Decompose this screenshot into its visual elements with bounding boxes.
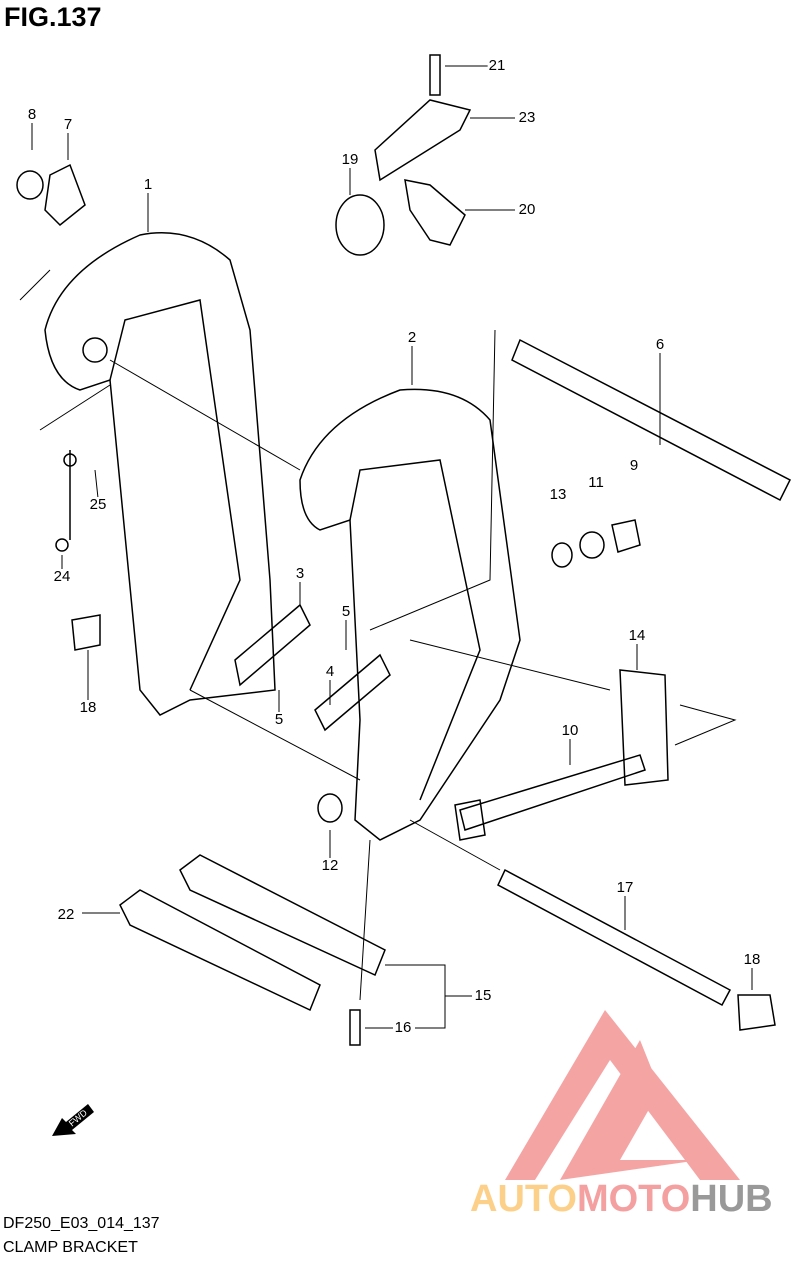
plate-14 — [619, 669, 669, 786]
callout-8: 8 — [26, 106, 38, 123]
callout-16: 16 — [393, 1019, 413, 1036]
callout-10: 10 — [560, 722, 580, 739]
leader-lines — [19, 65, 753, 1029]
clamp-bracket-1 — [44, 232, 276, 716]
callout-2: 2 — [406, 329, 418, 346]
callout-18: 18 — [78, 699, 98, 716]
part-19 — [335, 194, 385, 256]
watermark-text: AUTOMOTOHUB — [470, 1178, 773, 1221]
callout-7: 7 — [62, 116, 74, 133]
clamp-bracket-1-hole — [82, 337, 108, 363]
bolt-21 — [429, 54, 441, 96]
diagram-code: DF250_E03_014_137 — [3, 1215, 160, 1232]
callout-1: 1 — [142, 176, 154, 193]
callout-19: 19 — [340, 151, 360, 168]
part-9 — [611, 519, 641, 553]
part-24-wire — [55, 450, 77, 552]
part-7 — [44, 163, 86, 227]
watermark-hub: HUB — [690, 1178, 773, 1220]
nut-18-right — [737, 994, 776, 1031]
callout-5b: 5 — [273, 711, 285, 728]
part-20 — [404, 179, 466, 246]
callout-24: 24 — [52, 568, 72, 585]
callout-12: 12 — [320, 857, 340, 874]
part-8 — [16, 170, 44, 200]
clamp-bracket-1-inner — [109, 299, 241, 691]
clamp-bracket-2-inner — [349, 459, 481, 801]
plate-15 — [179, 854, 386, 977]
callout-23: 23 — [517, 109, 537, 126]
callout-9: 9 — [628, 457, 640, 474]
bolt-10 — [454, 754, 646, 841]
callout-13: 13 — [548, 486, 568, 503]
watermark-logo — [505, 1010, 740, 1180]
callout-22: 22 — [56, 906, 76, 923]
callout-5: 5 — [340, 603, 352, 620]
part-23 — [374, 99, 472, 182]
part-13 — [551, 542, 573, 568]
part-11 — [579, 531, 605, 559]
callout-11: 11 — [587, 474, 605, 491]
bolt-16 — [349, 1009, 361, 1046]
clamp-bracket-2 — [299, 388, 521, 841]
callout-4: 4 — [324, 663, 336, 680]
callout-14: 14 — [627, 627, 647, 644]
callout-3: 3 — [294, 565, 306, 582]
callout-18b: 18 — [742, 951, 762, 968]
callout-6: 6 — [654, 336, 666, 353]
callout-21: 21 — [487, 57, 507, 74]
watermark-moto: MOTO — [576, 1178, 691, 1220]
callout-25: 25 — [88, 496, 108, 513]
callout-20: 20 — [517, 201, 537, 218]
diagram-name: CLAMP BRACKET — [3, 1239, 138, 1256]
fwd-arrow-icon: FWD — [48, 1100, 98, 1145]
shaft-17 — [497, 868, 732, 1007]
tilt-shaft-6 — [511, 338, 792, 502]
callout-15: 15 — [473, 987, 493, 1004]
nut-18-left — [71, 614, 101, 651]
part-3 — [234, 603, 311, 687]
figure-title: FIG.137 — [4, 2, 102, 32]
watermark-auto: AUTO — [470, 1178, 577, 1220]
plate-22 — [119, 889, 321, 1012]
washer-12 — [317, 793, 343, 823]
part-4 — [314, 653, 391, 732]
callout-17: 17 — [615, 879, 635, 896]
